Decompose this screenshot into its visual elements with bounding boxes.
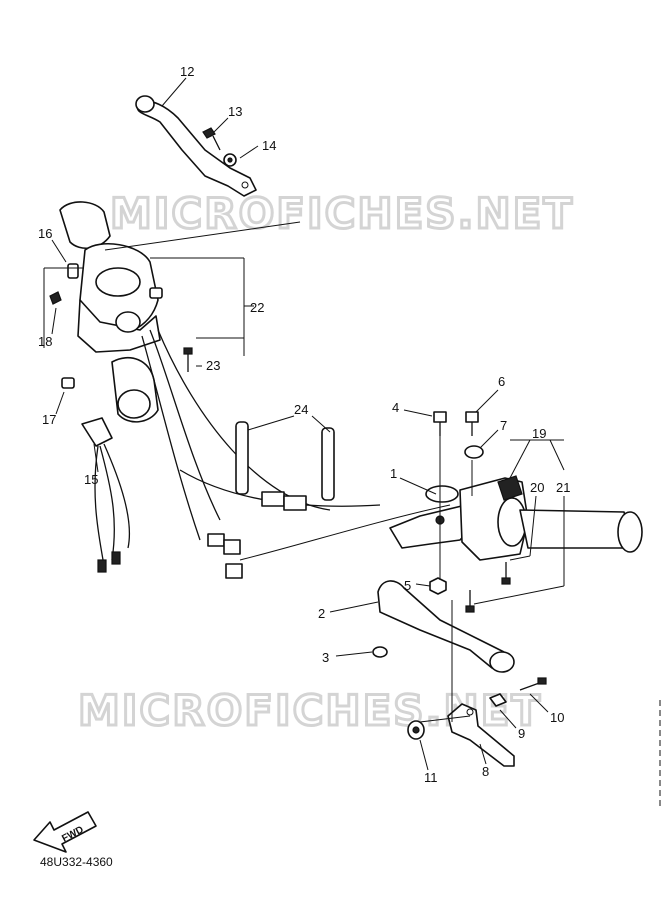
- pin-3: [372, 646, 388, 658]
- callout-3: 3: [322, 650, 329, 665]
- callout-23: 23: [206, 358, 220, 373]
- washer-7: [464, 445, 484, 459]
- nut-5: [429, 577, 447, 595]
- callout-12: 12: [180, 64, 194, 79]
- callout-5: 5: [404, 578, 411, 593]
- screws-20-21: [465, 562, 511, 613]
- callout-10: 10: [550, 710, 564, 725]
- clutch-lever-upper: [135, 95, 257, 197]
- handlebar-outline: [239, 504, 451, 561]
- callout-7: 7: [500, 418, 507, 433]
- callout-18: 18: [38, 334, 52, 349]
- nut-14: [223, 153, 237, 167]
- clutch-switch-15: [81, 417, 131, 573]
- adjuster-8: [447, 703, 515, 767]
- brake-lever-holder-1: [389, 485, 479, 549]
- nut-11: [407, 720, 425, 740]
- fwd-arrow-icon: FWD: [33, 811, 97, 853]
- part-code: 48U332-4360: [40, 855, 113, 869]
- callout-2: 2: [318, 606, 325, 621]
- bolt-13: [202, 127, 221, 151]
- right-grip: [519, 509, 643, 553]
- callout-4: 4: [392, 400, 399, 415]
- axis-line-lower2: [419, 715, 471, 723]
- callout-9: 9: [518, 726, 525, 741]
- grip-axis-line: [104, 221, 301, 251]
- callout-1: 1: [390, 466, 397, 481]
- screw-18: [49, 291, 62, 305]
- callout-22: 22: [250, 300, 264, 315]
- callout-labels: 1 2 3 4 5 6 7 8 9 10 11 12 13 14 15 16 1…: [38, 64, 570, 785]
- callout-13: 13: [228, 104, 242, 119]
- nut-17: [61, 377, 75, 389]
- brake-lever-2: [377, 580, 515, 673]
- callout-15: 15: [84, 472, 98, 487]
- bolt-4: [433, 411, 447, 436]
- callout-21: 21: [556, 480, 570, 495]
- bolt-6: [465, 411, 479, 436]
- watermark-top: MICROFICHES.NET: [110, 189, 574, 238]
- callout-6: 6: [498, 374, 505, 389]
- spring-9: [489, 693, 507, 707]
- right-switch-assembly: [459, 475, 529, 561]
- callout-14: 14: [262, 138, 276, 153]
- leader-lines: [51, 77, 565, 771]
- left-switch-assembly: [59, 201, 163, 423]
- callout-8: 8: [482, 764, 489, 779]
- callout-24: 24: [294, 402, 308, 417]
- callout-19: 19: [532, 426, 546, 441]
- screw-16: [67, 263, 79, 279]
- wire-harness: [141, 329, 381, 579]
- bolt-23: [183, 347, 193, 372]
- callout-20: 20: [530, 480, 544, 495]
- callout-16: 16: [38, 226, 52, 241]
- callout-11: 11: [424, 770, 438, 785]
- bolt-10: [519, 677, 547, 691]
- callout-17: 17: [42, 412, 56, 427]
